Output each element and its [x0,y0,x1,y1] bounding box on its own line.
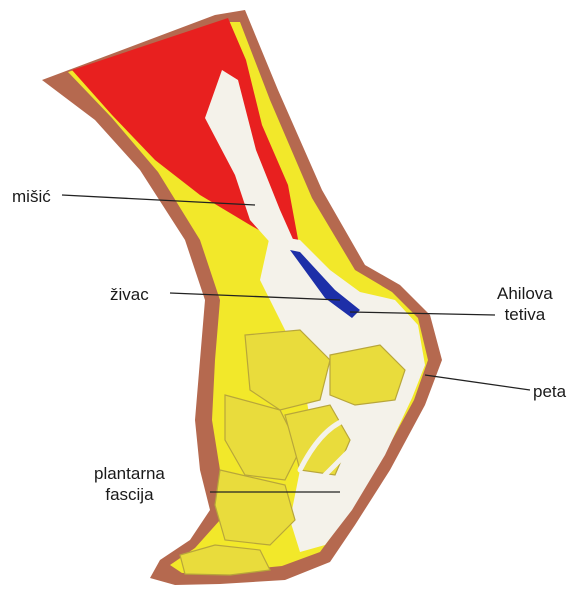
label-plantar-fascia: plantarna fascija [94,463,165,505]
label-achilles-line2: tetiva [497,304,553,325]
label-fascia-line2: fascija [94,484,165,505]
label-achilles-tendon: Ahilova tetiva [497,283,553,325]
heel-leader [425,375,530,390]
label-nerve: živac [110,284,149,305]
label-heel: peta [533,381,566,402]
label-achilles-line1: Ahilova [497,283,553,304]
label-muscle: mišić [12,186,51,207]
label-fascia-line1: plantarna [94,463,165,484]
